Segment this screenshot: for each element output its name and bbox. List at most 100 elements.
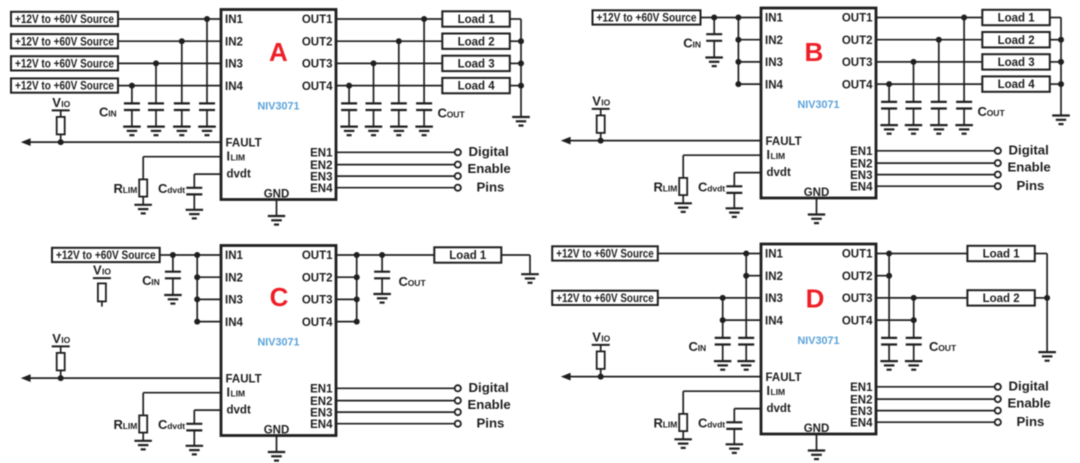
svg-text:I: I [767, 384, 770, 398]
svg-text:V: V [592, 93, 601, 108]
svg-text:IN: IN [693, 40, 702, 50]
svg-text:GND: GND [264, 189, 290, 201]
svg-text:IO: IO [601, 333, 610, 343]
svg-text:C: C [158, 181, 168, 196]
svg-text:LIM: LIM [663, 420, 678, 430]
svg-text:C: C [689, 339, 699, 354]
svg-text:IN2: IN2 [225, 36, 243, 48]
svg-text:OUT2: OUT2 [302, 36, 333, 48]
svg-text:EN1: EN1 [850, 382, 873, 394]
svg-text:IN1: IN1 [225, 14, 244, 26]
svg-text:NIV3071: NIV3071 [798, 335, 840, 347]
svg-text:IN2: IN2 [765, 35, 783, 47]
svg-text:C: C [99, 105, 109, 120]
svg-text:Digital: Digital [1009, 378, 1049, 393]
svg-text:dvdt: dvdt [167, 185, 185, 195]
svg-text:LIM: LIM [771, 387, 786, 397]
svg-text:Load 1: Load 1 [998, 13, 1036, 25]
svg-text:+12V to +60V Source: +12V to +60V Source [15, 59, 114, 71]
svg-text:LIM: LIM [231, 389, 246, 399]
svg-text:R: R [114, 417, 124, 432]
svg-text:FAULT: FAULT [766, 136, 802, 148]
svg-text:OUT4: OUT4 [842, 79, 873, 91]
svg-text:EN2: EN2 [310, 160, 332, 172]
svg-text:IN2: IN2 [765, 271, 783, 283]
svg-text:Load 2: Load 2 [458, 36, 495, 48]
svg-text:R: R [654, 416, 664, 431]
svg-text:EN1: EN1 [310, 148, 333, 160]
svg-text:IN3: IN3 [225, 295, 243, 307]
svg-text:EN1: EN1 [850, 146, 873, 158]
svg-text:C: C [158, 417, 168, 432]
svg-text:OUT3: OUT3 [302, 295, 333, 307]
svg-text:I: I [227, 386, 230, 400]
svg-text:OUT: OUT [447, 110, 466, 120]
svg-text:Enable: Enable [1008, 396, 1051, 411]
svg-text:LIM: LIM [231, 153, 246, 163]
svg-text:Load 2: Load 2 [998, 35, 1035, 47]
svg-text:IN1: IN1 [765, 13, 784, 25]
svg-text:OUT: OUT [987, 108, 1006, 118]
svg-text:dvdt: dvdt [767, 167, 791, 179]
svg-text:GND: GND [804, 423, 830, 435]
svg-text:IO: IO [601, 97, 610, 107]
svg-text:IN4: IN4 [765, 315, 784, 327]
svg-text:IN4: IN4 [765, 79, 784, 91]
svg-text:NIV3071: NIV3071 [258, 101, 300, 113]
svg-text:EN4: EN4 [310, 419, 333, 431]
svg-text:IN2: IN2 [225, 272, 243, 284]
svg-text:EN3: EN3 [310, 407, 332, 419]
svg-text:C: C [142, 273, 152, 288]
svg-text:dvdt: dvdt [167, 421, 185, 431]
svg-text:IN3: IN3 [765, 57, 783, 69]
svg-text:+12V to +60V Source: +12V to +60V Source [556, 293, 654, 305]
svg-text:IN: IN [698, 343, 707, 353]
svg-text:Digital: Digital [469, 144, 509, 159]
svg-text:NIV3071: NIV3071 [258, 337, 300, 349]
svg-text:D: D [806, 284, 825, 314]
svg-text:V: V [52, 95, 61, 110]
svg-text:Load 1: Load 1 [983, 249, 1021, 261]
svg-text:EN4: EN4 [310, 183, 333, 195]
svg-text:OUT1: OUT1 [842, 249, 873, 261]
svg-text:C: C [698, 180, 708, 195]
svg-text:LIM: LIM [663, 184, 678, 194]
svg-text:C: C [698, 416, 708, 431]
svg-text:R: R [114, 181, 124, 196]
svg-text:C: C [438, 106, 448, 121]
svg-text:OUT1: OUT1 [302, 14, 333, 26]
svg-text:LIM: LIM [123, 421, 138, 431]
svg-text:Enable: Enable [468, 161, 511, 176]
svg-text:+12V to +60V Source: +12V to +60V Source [15, 81, 114, 93]
svg-text:OUT: OUT [408, 278, 427, 288]
svg-text:IN1: IN1 [765, 249, 784, 261]
svg-text:EN2: EN2 [310, 396, 332, 408]
svg-text:Digital: Digital [1009, 142, 1049, 157]
svg-text:LIM: LIM [771, 151, 786, 161]
svg-text:FAULT: FAULT [226, 373, 262, 385]
svg-text:OUT: OUT [938, 343, 957, 353]
svg-text:C: C [683, 36, 693, 51]
svg-text:OUT4: OUT4 [302, 317, 333, 329]
svg-text:dvdt: dvdt [707, 184, 725, 194]
svg-text:dvdt: dvdt [227, 169, 251, 181]
svg-text:B: B [805, 37, 824, 67]
svg-text:IN4: IN4 [225, 81, 244, 93]
svg-text:IN: IN [108, 109, 117, 119]
svg-text:EN3: EN3 [850, 406, 872, 418]
svg-text:OUT2: OUT2 [302, 272, 333, 284]
svg-text:+12V to +60V Source: +12V to +60V Source [597, 13, 697, 25]
svg-text:OUT3: OUT3 [842, 57, 873, 69]
svg-text:R: R [654, 180, 664, 195]
svg-text:C: C [399, 274, 409, 289]
svg-text:IN3: IN3 [225, 59, 243, 71]
svg-text:EN1: EN1 [310, 384, 333, 396]
svg-text:OUT2: OUT2 [842, 271, 873, 283]
svg-text:Load 3: Load 3 [998, 57, 1035, 69]
svg-text:Load 2: Load 2 [983, 293, 1020, 305]
svg-text:EN3: EN3 [850, 170, 872, 182]
svg-text:IO: IO [61, 99, 70, 109]
svg-text:OUT3: OUT3 [302, 59, 333, 71]
svg-text:Enable: Enable [468, 397, 511, 412]
svg-text:EN2: EN2 [850, 158, 872, 170]
